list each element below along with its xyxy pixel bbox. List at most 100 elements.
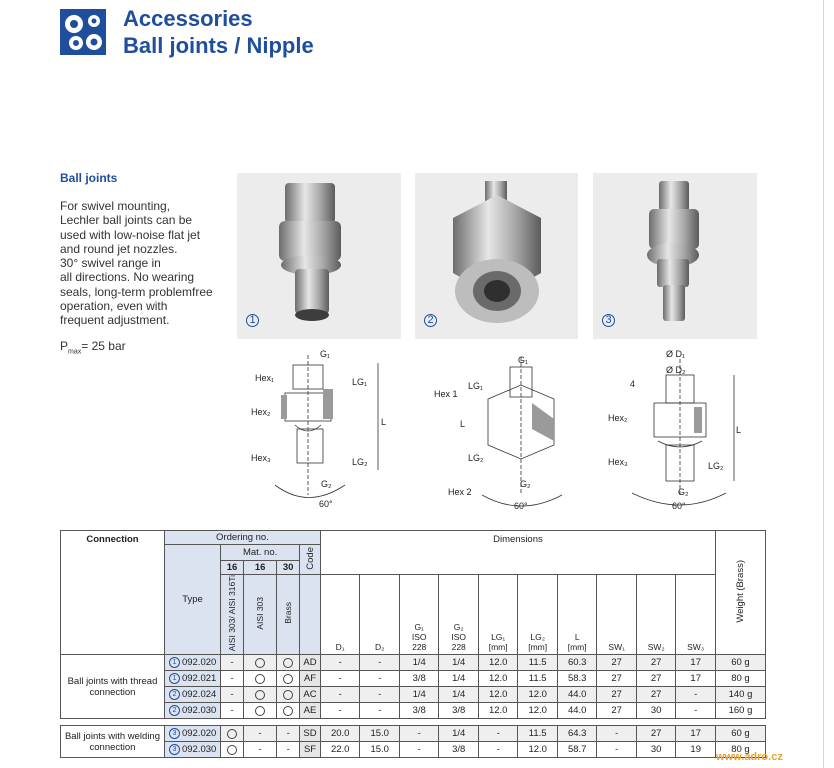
dimension-cell: 11.5 bbox=[517, 670, 558, 688]
th-dim: SW₃ bbox=[675, 573, 716, 656]
dim-header-line: D₂ bbox=[374, 642, 385, 653]
d1-lg1-label: LG₁ bbox=[352, 377, 368, 387]
dimension-cell: - bbox=[359, 686, 400, 704]
d3-hex3-label: Hex₃ bbox=[608, 457, 628, 467]
mat-name-label: Brass bbox=[283, 602, 294, 624]
dimension-cell: - bbox=[319, 654, 361, 672]
code-cell: SF bbox=[299, 741, 321, 759]
dimension-cell: - bbox=[398, 725, 440, 743]
dimension-cell: 27 bbox=[596, 654, 637, 672]
available-circle-icon bbox=[255, 673, 266, 684]
th-code-spacer bbox=[299, 573, 321, 656]
dimension-cell: 27 bbox=[635, 686, 677, 704]
material-cell: - bbox=[276, 741, 301, 759]
dim-header-line: SW₂ bbox=[647, 642, 665, 653]
d1-lg2-label: LG₂ bbox=[352, 457, 368, 467]
th-weight: Weight (Brass) bbox=[714, 529, 767, 656]
available-circle-icon bbox=[255, 689, 266, 700]
pmax-sub: max bbox=[68, 348, 82, 356]
code-cell: AF bbox=[299, 670, 321, 688]
dimension-cell: - bbox=[319, 686, 361, 704]
d2-g2-label: G₂ bbox=[520, 479, 531, 489]
dimension-cell: 17 bbox=[675, 670, 716, 688]
variant-number: 3 bbox=[168, 728, 180, 740]
material-cell bbox=[220, 741, 244, 759]
technical-drawing-2: G₁ Hex 1 Hex 2 LG₁ LG₂ L G₂ 60° bbox=[432, 345, 572, 515]
dimension-cell: - bbox=[477, 725, 519, 743]
th-mat-num: 30 bbox=[276, 560, 301, 575]
th-ordering-no: Ordering no. bbox=[163, 530, 321, 545]
dimension-cell: - bbox=[675, 686, 716, 704]
dimension-cell: 1/4 bbox=[438, 686, 479, 704]
material-cell bbox=[242, 686, 278, 704]
intro-line: and round jet nozzles. bbox=[60, 241, 178, 256]
material-cell bbox=[242, 702, 278, 720]
d3-four-label: 4 bbox=[630, 379, 636, 389]
weight-cell: 60 g bbox=[714, 725, 767, 743]
available-circle-icon bbox=[255, 657, 266, 668]
code-label: Code bbox=[304, 546, 316, 570]
d2-l-label: L bbox=[460, 419, 466, 429]
th-mat-name: Brass bbox=[276, 573, 301, 656]
dim-header-line: SW₁ bbox=[608, 642, 625, 653]
dimension-cell: 27 bbox=[635, 670, 677, 688]
intro-line: frequent adjustment. bbox=[60, 313, 170, 328]
ball-joint-photo-3-icon bbox=[647, 181, 699, 321]
mat-name-label: AISI 303 bbox=[255, 596, 266, 630]
dim-header-line: ISO bbox=[451, 632, 467, 643]
dimension-cell: 58.7 bbox=[556, 741, 598, 759]
dimension-cell: 12.0 bbox=[477, 654, 519, 672]
d3-hex2-label: Hex₂ bbox=[608, 413, 628, 423]
dimension-cell: 1/4 bbox=[398, 654, 440, 672]
th-type: Type bbox=[163, 543, 222, 656]
dimension-cell: 27 bbox=[635, 654, 677, 672]
technical-drawing-3: Ø D₁ Ø D₂ 4 Hex₂ Hex₃ L LG₂ G₂ 60° bbox=[606, 345, 746, 515]
d1-g1-label: G₁ bbox=[320, 349, 331, 359]
material-cell bbox=[276, 654, 301, 672]
dimension-cell: - bbox=[596, 725, 637, 743]
material-cell: - bbox=[220, 654, 244, 672]
th-mat-name: AISI 303 bbox=[242, 573, 278, 656]
material-cell bbox=[276, 670, 301, 688]
d3-lg2-label: LG₂ bbox=[708, 461, 724, 471]
dimension-cell: 27 bbox=[596, 686, 637, 704]
spec-table: Connection Ordering no. Dimensions Weigh… bbox=[60, 529, 767, 759]
footer-url[interactable]: www.adro.cz bbox=[716, 751, 783, 763]
dim-header-line: LG₂ bbox=[530, 632, 545, 643]
available-circle-icon bbox=[227, 744, 238, 755]
material-cell: - bbox=[220, 702, 244, 720]
technical-drawing-1: G₁ Hex₁ Hex₂ Hex₃ LG₁ LG₂ L G₂ 60° bbox=[245, 345, 386, 515]
photo-number-2: 2 bbox=[424, 314, 437, 327]
dimension-cell: 1/4 bbox=[398, 686, 440, 704]
dim-header-line: D₁ bbox=[335, 642, 345, 653]
type-number: 092.021 bbox=[181, 673, 217, 685]
code-cell: AD bbox=[299, 654, 321, 672]
d2-hex2-label: Hex 2 bbox=[448, 487, 472, 497]
intro-line: 30° swivel range in bbox=[60, 256, 161, 271]
th-mat-num: 16 bbox=[220, 560, 244, 575]
mat-name-label: AISI 303/ AISI 316Ti bbox=[227, 575, 238, 652]
available-circle-icon bbox=[283, 705, 294, 716]
drawing-1-lines-icon bbox=[274, 355, 379, 498]
material-cell bbox=[242, 654, 278, 672]
type-number: 092.030 bbox=[181, 744, 217, 756]
dimension-cell: 3/8 bbox=[438, 741, 479, 759]
d1-g2-label: G₂ bbox=[321, 479, 332, 489]
d2-lg1-label: LG₁ bbox=[468, 381, 484, 391]
dimension-cell: 12.0 bbox=[517, 702, 558, 720]
th-mat-num: 16 bbox=[242, 560, 278, 575]
separator-cell bbox=[60, 718, 766, 727]
pmax-label: P bbox=[60, 339, 69, 353]
dimension-cell: - bbox=[477, 741, 519, 759]
type-number: 092.024 bbox=[181, 689, 217, 701]
d3-l-label: L bbox=[736, 425, 742, 435]
dimension-cell: - bbox=[398, 741, 440, 759]
